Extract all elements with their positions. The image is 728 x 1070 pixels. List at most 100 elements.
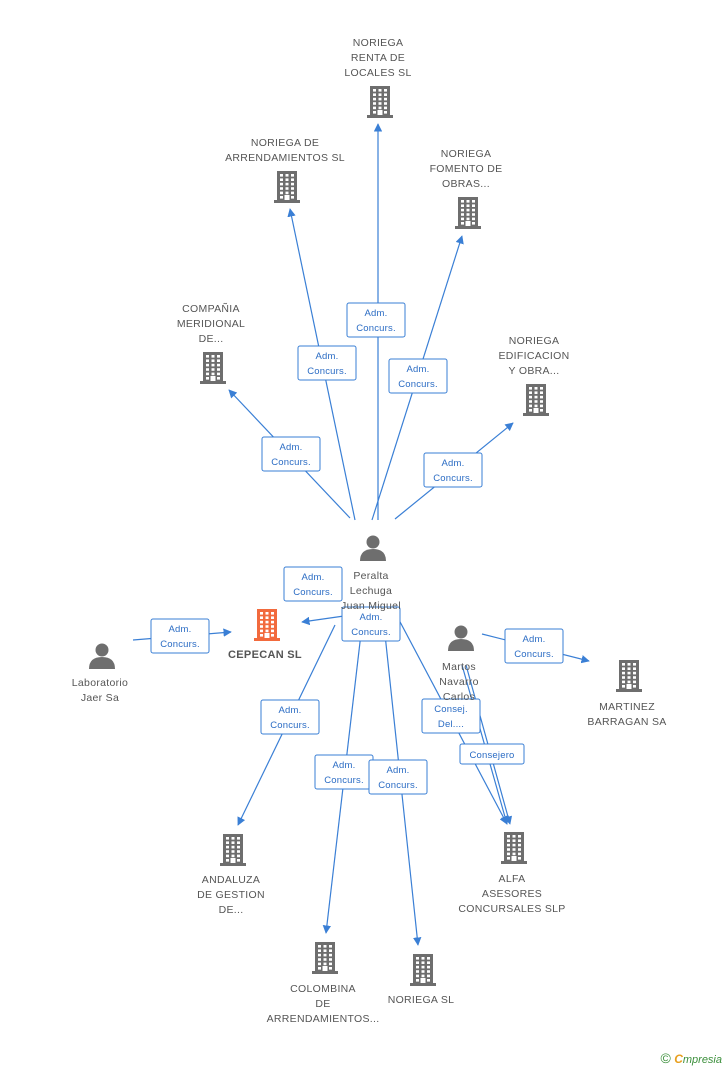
building-icon	[523, 384, 549, 416]
edge-label-peralta-andaluza[interactable]: Adm. Concurs.	[260, 699, 320, 735]
edge-label-martos-martinez[interactable]: Adm. Concurs.	[504, 628, 564, 664]
node-label: Laboratorio	[72, 677, 128, 689]
person-icon	[448, 625, 474, 651]
node-label: NORIEGA DE	[251, 137, 319, 149]
node-label: ARRENDAMIENTOS...	[267, 1013, 380, 1025]
edge-label-box	[283, 566, 343, 602]
edge-label-text: Consejero	[469, 750, 514, 761]
edge-label-peralta-noriega-edificacion[interactable]: Adm.Concurs.	[423, 452, 483, 488]
node-noriega-arrend[interactable]: NORIEGA DE ARRENDAMIENTOS SL	[225, 137, 345, 203]
node-cepecan[interactable]: CEPECAN SL	[228, 609, 302, 661]
edge-label-text: Concurs.	[356, 323, 396, 334]
edge-label-box	[423, 452, 483, 488]
edge-label-text: Del....	[438, 719, 464, 730]
edge-label-peralta-noriega-renta[interactable]: Adm. Concurs.	[346, 302, 406, 338]
building-icon	[616, 660, 642, 692]
node-label: NORIEGA	[353, 37, 404, 49]
node-label: COMPAÑIA	[182, 302, 240, 315]
edge-label-text: Adm.	[365, 308, 388, 319]
edge-label-text: Concurs.	[398, 379, 438, 390]
edge-label-text: Adm.	[279, 705, 302, 716]
node-colombina[interactable]: COLOMBINADEARRENDAMIENTOS...	[267, 942, 380, 1025]
edge-label-martos-alfa[interactable]: Consej.Del....	[421, 698, 481, 734]
edge-label-box	[421, 698, 481, 734]
node-label: OBRAS...	[442, 178, 490, 190]
edge-label-text: Adm.	[280, 442, 303, 453]
building-icon	[501, 832, 527, 864]
edge-label-peralta-colombina[interactable]: Adm. Concurs.	[314, 754, 374, 790]
node-label: Martos	[442, 661, 476, 673]
edge-label-laboratorio-cepecan[interactable]: Adm.Concurs.	[150, 618, 210, 654]
node-label: ALFA	[499, 873, 526, 885]
node-compania-meridional[interactable]: COMPAÑIA MERIDIONAL DE...	[177, 302, 245, 384]
node-label: NORIEGA SL	[388, 994, 455, 1006]
edge-label-peralta-cepecan[interactable]: Adm.Concurs.	[283, 566, 343, 602]
edge-label-box	[459, 743, 525, 765]
edge-label-box	[504, 628, 564, 664]
brand-initial: C	[674, 1052, 683, 1066]
edge-label-text: Concurs.	[160, 639, 200, 650]
node-label: DE...	[199, 333, 224, 345]
nodes-layer: NORIEGA RENTA DE LOCALES SL NORIEGA DE ARREN…	[72, 37, 666, 1025]
edge-label-text: Concurs.	[270, 720, 310, 731]
edge-label-martos-alfa[interactable]: Consejero	[459, 743, 525, 765]
node-martinez[interactable]: MARTINEZ BARRAGAN SA	[587, 660, 666, 728]
node-label: Y OBRA...	[509, 365, 560, 377]
edge-label-box	[388, 358, 448, 394]
node-label: ARRENDAMIENTOS SL	[225, 152, 345, 164]
building-icon	[200, 352, 226, 384]
edge-label-text: Concurs.	[324, 775, 364, 786]
edge-label-text: Concurs.	[514, 649, 554, 660]
node-label: Lechuga	[350, 585, 392, 597]
building-icon	[274, 171, 300, 203]
edge-label-box	[368, 759, 428, 795]
node-noriega-renta[interactable]: NORIEGA RENTA DE LOCALES SL	[344, 37, 411, 118]
node-label: CONCURSALES SLP	[458, 903, 565, 915]
person-icon	[360, 535, 386, 561]
edge-label-box	[297, 345, 357, 381]
node-label: DE	[315, 998, 330, 1010]
building-icon	[220, 834, 246, 866]
node-label: RENTA DE	[351, 52, 405, 64]
edge-label-text: Adm.	[360, 612, 383, 623]
footer-brand: © Cmpresia	[661, 1050, 722, 1066]
node-noriega-sl[interactable]: NORIEGA SL	[388, 954, 455, 1006]
node-label: DE GESTION	[197, 889, 265, 901]
edge-label-box	[341, 606, 401, 642]
edge-label-text: Adm.	[523, 634, 546, 645]
copyright-symbol: ©	[660, 1050, 671, 1066]
building-icon	[367, 86, 393, 118]
edge-label-box	[261, 436, 321, 472]
node-label: Carlos	[443, 691, 475, 703]
node-label: NORIEGA	[509, 335, 560, 347]
node-label: BARRAGAN SA	[587, 716, 666, 728]
person-icon	[89, 643, 115, 669]
node-label: CEPECAN SL	[228, 649, 302, 661]
node-label: Jaer Sa	[81, 692, 119, 704]
edge-label-peralta-compania-meridional[interactable]: Adm. Concurs.	[261, 436, 321, 472]
edges-layer: Adm. Concurs. Adm. Concurs. Adm. Concurs. Adm.…	[132, 123, 590, 946]
node-label: NORIEGA	[441, 148, 492, 160]
node-label: MERIDIONAL	[177, 318, 245, 330]
edge-label-text: Adm.	[333, 760, 356, 771]
edge-label-text: Adm.	[442, 458, 465, 469]
edge-label-text: Adm.	[387, 765, 410, 776]
edge-label-peralta-noriega-sl[interactable]: Adm.Concurs.	[368, 759, 428, 795]
edge-label-peralta-noriega-fomento[interactable]: Adm.Concurs.	[388, 358, 448, 394]
edge-label-peralta-noriega-arrend[interactable]: Adm.Concurs.	[297, 345, 357, 381]
building-icon	[410, 954, 436, 986]
edge-label-peralta-alfa[interactable]: Adm.Concurs.	[341, 606, 401, 642]
node-label: LOCALES SL	[344, 67, 411, 79]
edge-label-text: Concurs.	[271, 457, 311, 468]
building-icon	[254, 609, 280, 641]
brand-name: mpresia	[682, 1054, 722, 1066]
node-label: MARTINEZ	[599, 701, 655, 713]
